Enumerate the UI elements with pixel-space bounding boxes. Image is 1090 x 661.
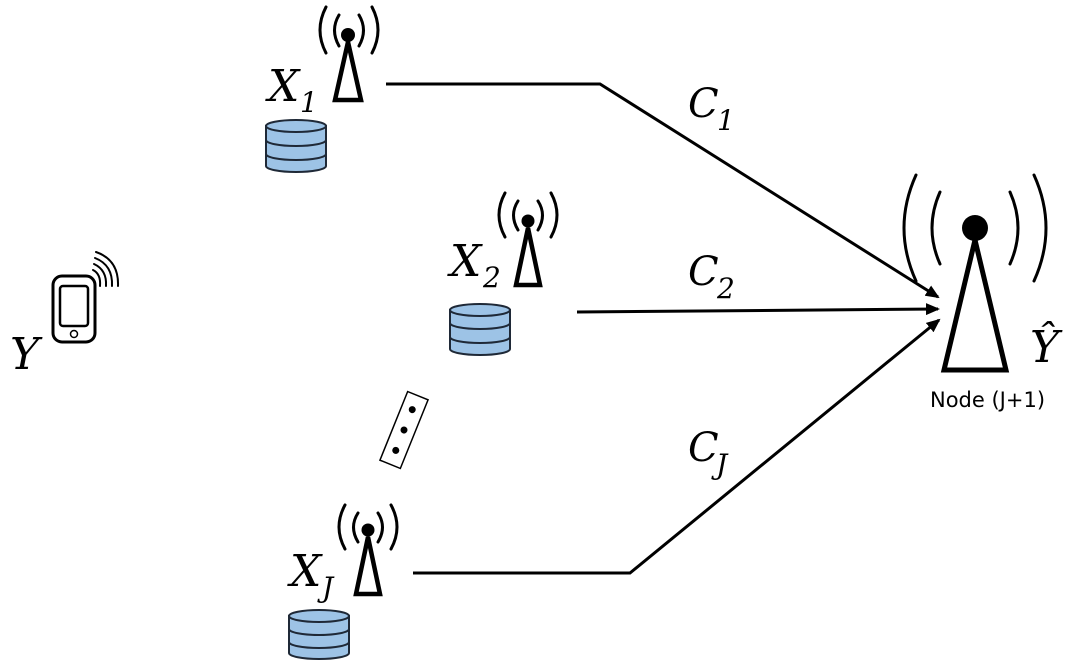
link-label-sub: 2 (716, 272, 735, 305)
antenna-icon (497, 191, 559, 288)
database-icon (288, 609, 350, 660)
helper-label-base: X (265, 61, 301, 112)
destination-node: Ŷ Node (J+1) (902, 173, 1063, 412)
database-icon (265, 119, 327, 173)
source-node: Y (10, 251, 120, 380)
helper-node-j: X J (287, 503, 399, 660)
helper-node-1: X 1 (265, 5, 380, 173)
link-label-base: C (688, 425, 719, 471)
antenna-icon (337, 503, 399, 597)
link-label-base: C (688, 81, 719, 127)
link-label-sub: 1 (717, 104, 735, 137)
helper-label-sub: 2 (482, 261, 501, 294)
estimate-label: Ŷ (1030, 320, 1063, 373)
link-2: C 2 (576, 249, 940, 316)
antenna-icon (318, 5, 380, 103)
link-label-sub: J (711, 448, 729, 481)
helper-label-sub: 1 (300, 86, 318, 119)
helper-label-sub: J (317, 571, 335, 604)
link-j: C J (413, 318, 941, 575)
source-label: Y (10, 329, 43, 380)
helper-node-2: X 2 (447, 191, 559, 356)
antenna-icon (902, 173, 1048, 373)
destination-caption: Node (J+1) (930, 388, 1045, 412)
database-icon (449, 303, 511, 356)
smartphone-icon (51, 251, 120, 344)
helper-label-base: X (287, 546, 323, 597)
link-line (576, 303, 940, 316)
link-label-base: C (688, 249, 719, 295)
vertical-ellipsis-icon (378, 390, 430, 470)
helper-label-base: X (447, 236, 483, 287)
link-line (386, 82, 940, 299)
link-line (413, 318, 941, 575)
link-1: C 1 (386, 81, 940, 299)
